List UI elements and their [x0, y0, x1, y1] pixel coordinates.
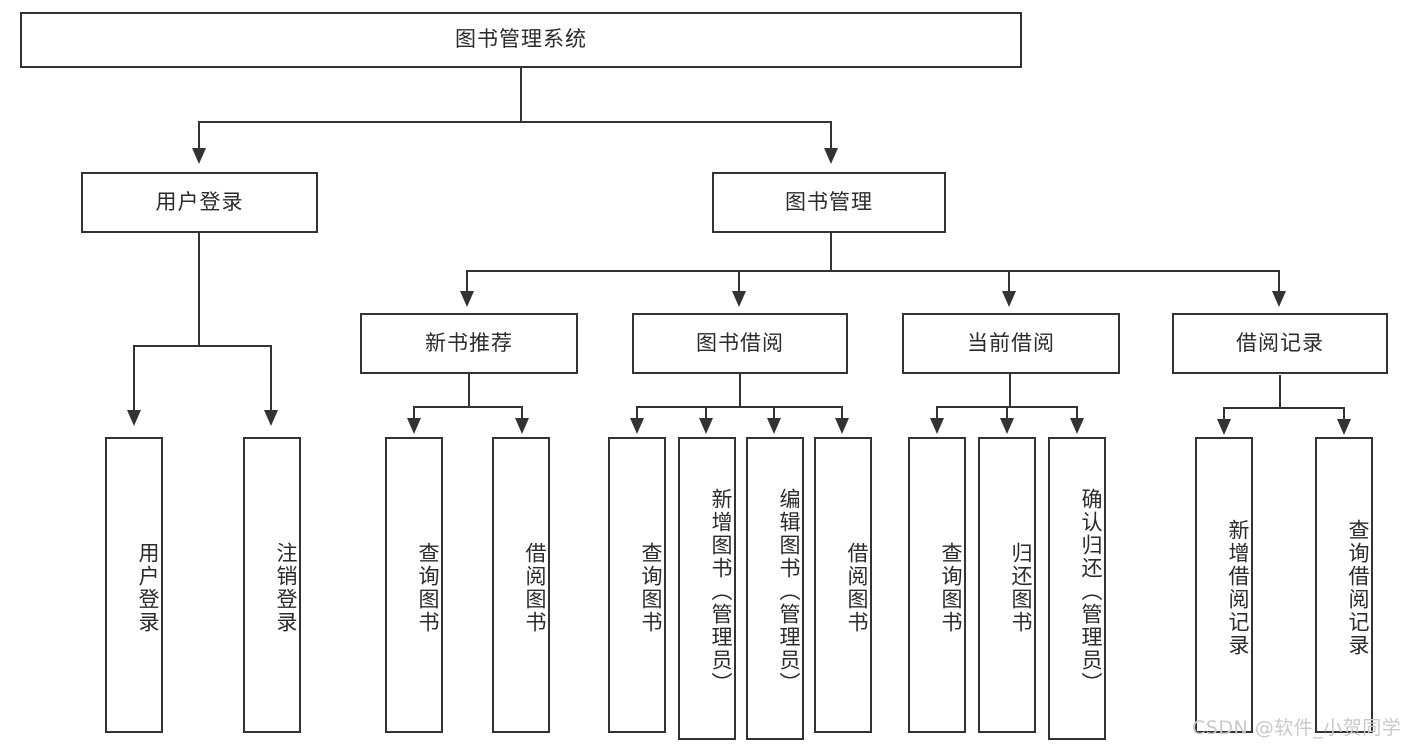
- arrow-new-book-to-leaf-2: [515, 418, 529, 434]
- edge-book-borrow-to-leaf-4: [841, 406, 843, 420]
- node-label: 编辑图书（管理员）: [777, 488, 801, 695]
- edge-book-manage-to-new-book: [466, 270, 468, 294]
- edge-book-borrow-to-leaf-1: [636, 406, 638, 420]
- arrow-new-book-to-leaf-1: [407, 418, 421, 434]
- edge-root-to-user-login: [198, 121, 200, 151]
- node-label: 借阅图书: [845, 542, 869, 634]
- leaf-query-book-borrow[interactable]: 查询图书: [608, 437, 666, 733]
- node-label: 查询图书: [416, 542, 440, 634]
- node-label: 用户登录: [136, 542, 160, 634]
- edge-book-borrow-to-leaf-2: [705, 406, 707, 420]
- arrow-borrow-record-to-leaf-1: [1217, 419, 1231, 435]
- edge-root-stem: [520, 68, 522, 122]
- edge-borrow-record-bus: [1223, 407, 1345, 409]
- node-label: 归还图书: [1009, 542, 1033, 634]
- arrow-book-borrow-to-leaf-3: [767, 418, 781, 434]
- edge-borrow-record-stem: [1279, 375, 1281, 408]
- edge-user-login-to-leaf-2: [270, 345, 272, 413]
- arrow-book-manage-to-current-borrow: [1002, 291, 1016, 307]
- edge-current-borrow-to-leaf-1: [936, 406, 938, 420]
- edge-book-manage-stem: [830, 233, 832, 271]
- edge-book-borrow-to-leaf-3: [773, 406, 775, 420]
- arrow-book-borrow-to-leaf-2: [699, 418, 713, 434]
- node-current-borrow[interactable]: 当前借阅: [902, 313, 1120, 374]
- leaf-user-login[interactable]: 用户登录: [105, 437, 163, 733]
- leaf-borrow-book[interactable]: 借阅图书: [814, 437, 872, 733]
- edge-current-borrow-to-leaf-3: [1076, 406, 1078, 420]
- edge-new-book-to-leaf-2: [521, 406, 523, 420]
- node-label: 借阅图书: [523, 542, 547, 634]
- edge-current-borrow-stem: [1009, 374, 1011, 407]
- edge-new-book-to-leaf-1: [413, 406, 415, 420]
- edge-user-login-stem: [198, 233, 200, 346]
- node-label: 新书推荐: [425, 330, 513, 355]
- leaf-query-book-recommend[interactable]: 查询图书: [385, 437, 443, 733]
- arrow-current-borrow-to-leaf-2: [1000, 418, 1014, 434]
- node-user-login[interactable]: 用户登录: [81, 172, 318, 233]
- csdn-watermark: CSDN @软件_小贺同学: [1192, 713, 1401, 740]
- arrow-book-manage-to-new-book: [460, 291, 474, 307]
- arrow-book-manage-to-borrow-record: [1272, 291, 1286, 307]
- arrow-user-login-to-leaf-1: [127, 410, 141, 426]
- node-label: 当前借阅: [967, 330, 1055, 355]
- arrow-root-to-user-login: [192, 148, 206, 164]
- leaf-add-borrow-record[interactable]: 新增借阅记录: [1195, 437, 1253, 733]
- arrow-root-to-book-manage: [824, 148, 838, 164]
- node-label: 新增图书（管理员）: [709, 488, 733, 695]
- edge-book-manage-to-borrow-record: [1278, 270, 1280, 294]
- node-label: 新增借阅记录: [1226, 519, 1250, 657]
- node-label: 图书借阅: [696, 330, 784, 355]
- edge-user-login-bus: [133, 345, 271, 347]
- edge-book-manage-bus: [466, 270, 1280, 272]
- edge-new-book-bus: [413, 406, 522, 408]
- node-label: 图书管理系统: [455, 27, 587, 52]
- leaf-add-book-admin[interactable]: 新增图书（管理员）: [678, 437, 736, 740]
- arrow-current-borrow-to-leaf-3: [1070, 418, 1084, 434]
- leaf-return-book[interactable]: 归还图书: [978, 437, 1036, 733]
- node-label: 图书管理: [785, 189, 873, 214]
- edge-book-manage-to-book-borrow: [738, 270, 740, 294]
- node-label: 查询图书: [939, 542, 963, 634]
- arrow-user-login-to-leaf-2: [264, 410, 278, 426]
- edge-borrow-record-to-leaf-1: [1223, 407, 1225, 421]
- leaf-query-book-current[interactable]: 查询图书: [908, 437, 966, 733]
- edge-book-borrow-stem: [739, 374, 741, 407]
- edge-book-borrow-bus: [636, 406, 843, 408]
- node-book-management[interactable]: 图书管理: [712, 172, 946, 233]
- edge-root-to-book-manage: [830, 121, 832, 151]
- edge-new-book-stem: [468, 374, 470, 407]
- arrow-borrow-record-to-leaf-2: [1337, 419, 1351, 435]
- node-label: 查询图书: [639, 542, 663, 634]
- watermark-text: CSDN @软件_小贺同学: [1192, 717, 1402, 739]
- node-book-borrow[interactable]: 图书借阅: [632, 313, 848, 374]
- node-label: 借阅记录: [1236, 330, 1324, 355]
- leaf-user-logout[interactable]: 注销登录: [243, 437, 301, 733]
- arrow-book-borrow-to-leaf-4: [835, 418, 849, 434]
- node-label: 注销登录: [274, 542, 298, 634]
- leaf-confirm-return-admin[interactable]: 确认归还（管理员）: [1048, 437, 1106, 740]
- leaf-borrow-book-recommend[interactable]: 借阅图书: [492, 437, 550, 733]
- leaf-query-borrow-record[interactable]: 查询借阅记录: [1315, 437, 1373, 733]
- edge-book-manage-to-current-borrow: [1008, 270, 1010, 294]
- node-label: 确认归还（管理员）: [1079, 488, 1103, 695]
- node-new-book-recommend[interactable]: 新书推荐: [360, 313, 578, 374]
- arrow-current-borrow-to-leaf-1: [930, 418, 944, 434]
- edge-current-borrow-to-leaf-2: [1006, 406, 1008, 420]
- node-root-system[interactable]: 图书管理系统: [20, 12, 1022, 68]
- arrow-book-borrow-to-leaf-1: [630, 418, 644, 434]
- edge-borrow-record-to-leaf-2: [1343, 407, 1345, 421]
- edge-root-bus: [198, 121, 832, 123]
- node-label: 用户登录: [155, 189, 244, 214]
- leaf-edit-book-admin[interactable]: 编辑图书（管理员）: [746, 437, 804, 740]
- node-label: 查询借阅记录: [1346, 519, 1370, 657]
- arrow-book-manage-to-book-borrow: [732, 291, 746, 307]
- node-borrow-record[interactable]: 借阅记录: [1172, 313, 1388, 374]
- edge-user-login-to-leaf-1: [133, 345, 135, 413]
